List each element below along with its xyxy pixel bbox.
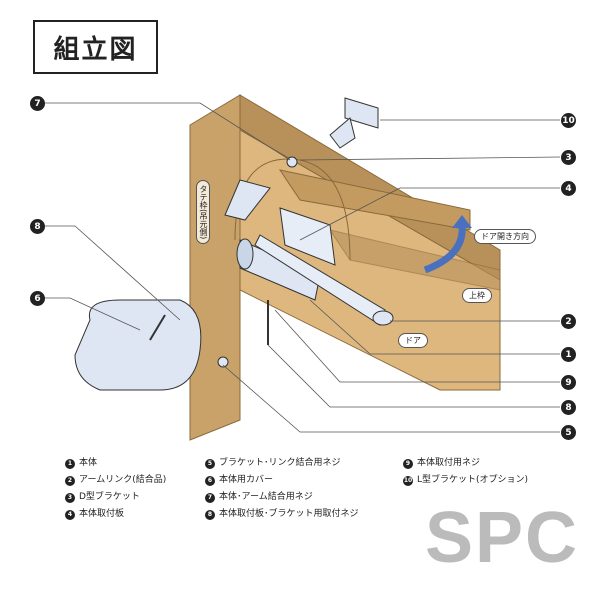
- legend-text: 本体用カバー: [219, 475, 274, 485]
- open-direction-arrow: [423, 224, 466, 274]
- callout-3: 3: [561, 150, 576, 165]
- callout-2: 2: [561, 314, 576, 329]
- callout-5: 5: [561, 425, 576, 440]
- legend-text: アームリンク(結合品): [79, 475, 167, 485]
- legend-number: 6: [205, 475, 215, 486]
- legend-item: 9 本体取付用ネジ: [403, 455, 528, 472]
- closer-body-end: [236, 238, 254, 270]
- legend-text: 本体: [79, 458, 98, 468]
- legend-number: 8: [205, 509, 215, 520]
- legend-text: 本体取付板: [79, 509, 125, 519]
- legend-item: 5 ブラケット･リンク結合用ネジ: [205, 455, 359, 472]
- callout-4: 4: [561, 181, 576, 196]
- callout-1: 1: [561, 347, 576, 362]
- open-direction-label: ドア開き方向: [474, 229, 536, 244]
- page-title: 組立図: [33, 20, 158, 74]
- legend-col-3: 9 本体取付用ネジ 10 L型ブラケット(オプション): [403, 455, 528, 489]
- l-bracket: [344, 97, 379, 129]
- legend-item: 3 D型ブラケット: [65, 489, 166, 506]
- legend-text: 本体･アーム結合用ネジ: [219, 492, 313, 502]
- legend-number: 4: [65, 509, 75, 520]
- watermark-logo: SPC: [425, 498, 580, 578]
- callout-7: 7: [30, 96, 45, 111]
- legend-item: 1 本体: [65, 455, 166, 472]
- legend-item: 6 本体用カバー: [205, 472, 359, 489]
- legend-item: 7 本体･アーム結合用ネジ: [205, 489, 359, 506]
- legend-item: 10 L型ブラケット(オプション): [403, 472, 528, 489]
- legend-col-2: 5 ブラケット･リンク結合用ネジ 6 本体用カバー 7 本体･アーム結合用ネジ 8 本体…: [205, 455, 359, 523]
- callout-6: 6: [30, 291, 45, 306]
- legend-number: 10: [403, 475, 413, 486]
- callout-8-right: 8: [561, 400, 576, 415]
- legend-item: 4 本体取付板: [65, 506, 166, 523]
- legend-item: 2 アームリンク(結合品): [65, 472, 166, 489]
- l-bracket-foot: [329, 117, 356, 149]
- frame-label: タテ枠(吊元側): [196, 180, 210, 245]
- d-bracket: [224, 179, 271, 221]
- screw-head: [286, 156, 298, 168]
- legend-text: L型ブラケット(オプション): [417, 475, 529, 485]
- legend-number: 1: [65, 458, 75, 469]
- callout-8-left: 8: [30, 219, 45, 234]
- legend-number: 7: [205, 492, 215, 503]
- door-label: ドア: [398, 333, 428, 348]
- legend-item: 8 本体取付板･ブラケット用取付ネジ: [205, 506, 359, 523]
- callout-10: 10: [561, 113, 576, 128]
- legend-col-1: 1 本体 2 アームリンク(結合品) 3 D型ブラケット 4 本体取付板: [65, 455, 166, 523]
- door-frame-side: [189, 94, 241, 441]
- body-cover: [74, 299, 202, 391]
- screw-head: [217, 356, 229, 368]
- arm-link-end: [372, 310, 394, 326]
- arrow-head: [452, 215, 472, 228]
- legend-number: 9: [403, 458, 413, 469]
- legend-text: 本体取付用ネジ: [417, 458, 481, 468]
- legend-number: 5: [205, 458, 215, 469]
- top-frame-label: 上枠: [462, 288, 492, 303]
- legend-number: 3: [65, 492, 75, 503]
- legend-text: D型ブラケット: [79, 492, 140, 502]
- legend-text: ブラケット･リンク結合用ネジ: [219, 458, 341, 468]
- screw: [149, 314, 166, 341]
- leader-lines: [45, 102, 561, 433]
- legend-text: 本体取付板･ブラケット用取付ネジ: [219, 509, 359, 519]
- door-top: [278, 169, 471, 231]
- legend-number: 2: [65, 475, 75, 486]
- callout-9: 9: [561, 375, 576, 390]
